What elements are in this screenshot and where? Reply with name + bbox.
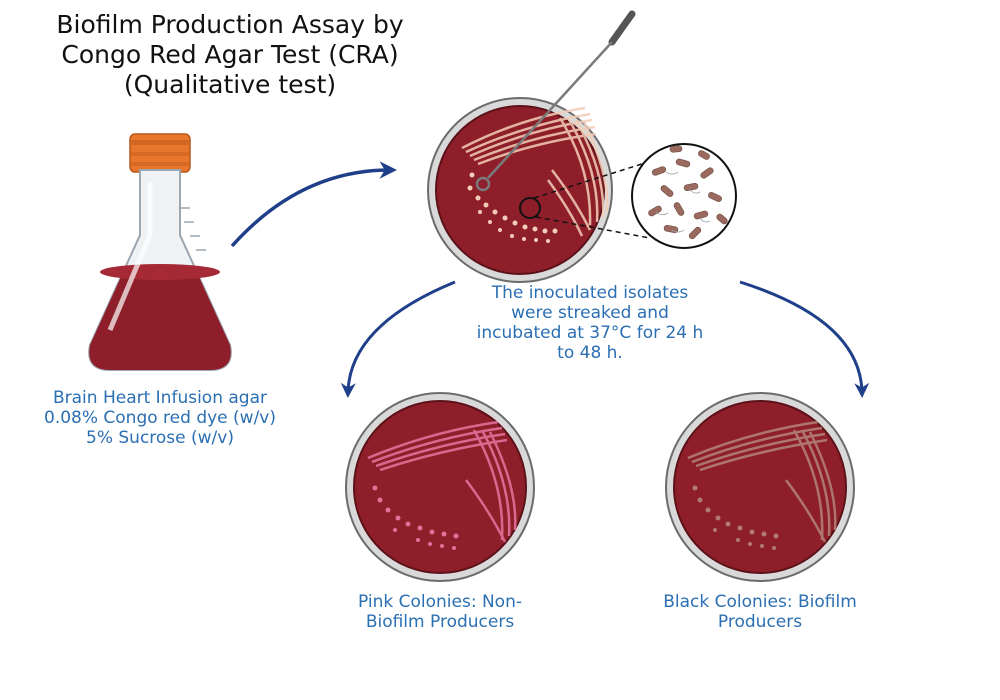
arrow-to-black-result: [739, 280, 870, 398]
pink-result-label: Pink Colonies: Non- Biofilm Producers: [315, 592, 565, 632]
media-line-1: Brain Heart Infusion agar: [52, 388, 267, 408]
inoculation-line-1: The inoculated isolates: [491, 283, 689, 303]
black-result-line-1: Black Colonies: Biofilm: [663, 592, 857, 612]
black-result-line-2: Producers: [717, 612, 803, 632]
magnified-bacteria-icon: [631, 143, 737, 249]
title-line-1: Biofilm Production Assay by: [56, 10, 404, 39]
inoculation-line-4: to 48 h.: [557, 343, 623, 363]
inoculation-line-3: incubated at 37°C for 24 h: [476, 323, 704, 343]
zoom-region-marker: [519, 197, 541, 219]
flask-liquid: [89, 266, 231, 370]
inoculation-line-2: were streaked and: [511, 303, 669, 323]
petri-dish-black-colonies-icon: [665, 392, 855, 582]
erlenmeyer-flask-icon: [88, 133, 232, 371]
page-title: Biofilm Production Assay by Congo Red Ag…: [20, 10, 440, 100]
arrow-to-pink-result: [340, 280, 456, 398]
media-label: Brain Heart Infusion agar 0.08% Congo re…: [15, 388, 305, 448]
pink-result-line-2: Biofilm Producers: [365, 612, 515, 632]
petri-dish-pink-colonies-icon: [345, 392, 535, 582]
inoculation-label: The inoculated isolates were streaked an…: [440, 283, 740, 363]
media-line-3: 5% Sucrose (w/v): [86, 428, 234, 448]
title-line-3: (Qualitative test): [123, 70, 337, 99]
petri-dish-inoculated-icon: [427, 97, 613, 283]
pink-result-line-1: Pink Colonies: Non-: [358, 592, 522, 612]
media-line-2: 0.08% Congo red dye (w/v): [44, 408, 276, 428]
arrow-flask-to-plate: [230, 161, 397, 248]
zoom-line-top: [533, 161, 649, 199]
zoom-line-bottom: [535, 216, 651, 239]
black-result-label: Black Colonies: Biofilm Producers: [630, 592, 890, 632]
title-line-2: Congo Red Agar Test (CRA): [61, 40, 399, 69]
inoculation-loop-icon: [475, 10, 636, 192]
